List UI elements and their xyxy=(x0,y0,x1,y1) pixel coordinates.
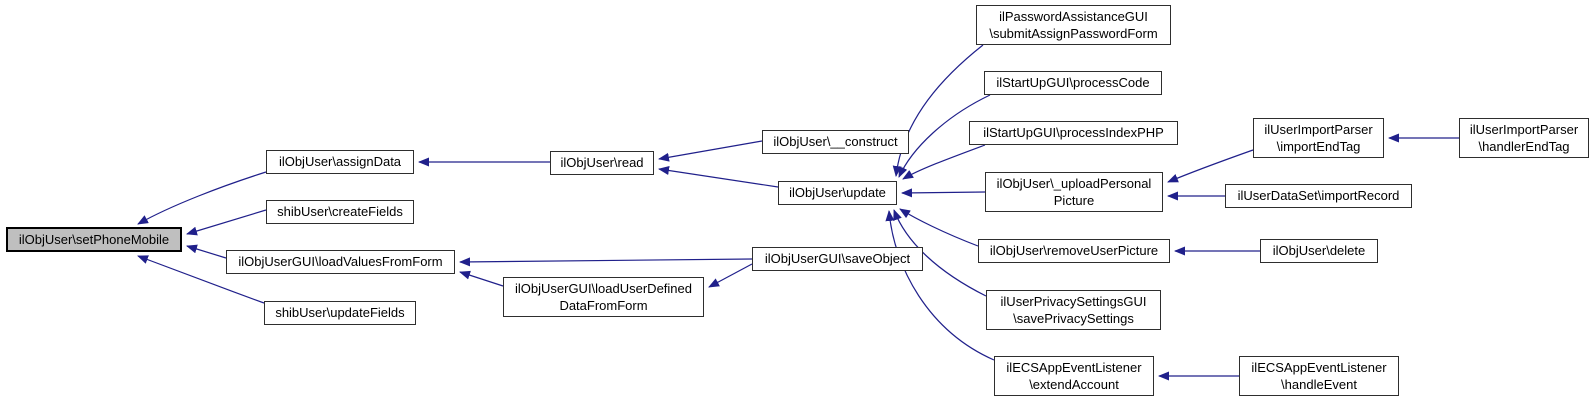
node-label: ilObjUser\update xyxy=(789,185,886,201)
node-label: ilObjUserGUI\saveObject xyxy=(764,251,911,267)
node-import-record[interactable]: ilUserDataSet\importRecord xyxy=(1225,184,1412,208)
edge-import-end-tag-to-upload-personal-picture xyxy=(1167,149,1254,183)
node-label: ilObjUser\__construct xyxy=(773,134,898,150)
node-label: ilObjUserGUI\loadUserDefined xyxy=(514,280,692,296)
node-label: \handleEvent xyxy=(1281,377,1357,392)
node-construct[interactable]: ilObjUser\__construct xyxy=(762,130,909,154)
edge-load-user-defined-data-from-form-to-load-values-from-form xyxy=(459,270,504,287)
edge-process-index-php-to-update xyxy=(902,144,986,180)
node-label: \submitAssignPasswordForm xyxy=(989,26,1158,41)
node-assign-data[interactable]: ilObjUser\assignData xyxy=(266,150,414,174)
node-label: \extendAccount xyxy=(1029,377,1119,392)
node-label: ilObjUserGUI\loadValuesFromForm xyxy=(238,254,443,270)
edge-extend-account-to-update xyxy=(885,210,995,361)
node-label: ilUserImportParser xyxy=(1264,121,1373,137)
node-submit-assign-password-form[interactable]: ilPasswordAssistanceGUI \submitAssignPass… xyxy=(976,5,1171,45)
node-save-privacy-settings[interactable]: ilUserPrivacySettingsGUI \savePrivacySett… xyxy=(986,290,1161,330)
node-label: ilObjUser\setPhoneMobile xyxy=(18,231,170,247)
node-label: ilObjUser\delete xyxy=(1272,243,1366,259)
node-set-phone-mobile: ilObjUser\setPhoneMobile xyxy=(6,227,182,252)
edge-save-privacy-settings-to-update xyxy=(893,209,987,297)
node-label: \handlerEndTag xyxy=(1478,139,1570,154)
edge-update-to-read xyxy=(658,166,779,188)
node-remove-user-picture[interactable]: ilObjUser\removeUserPicture xyxy=(978,239,1170,263)
node-create-fields[interactable]: shibUser\createFields xyxy=(266,200,414,224)
edge-update-fields-to-set-phone-mobile xyxy=(137,255,265,304)
node-label: ilECSAppEventListener xyxy=(1006,359,1142,375)
node-label: ilUserPrivacySettingsGUI xyxy=(1000,293,1147,309)
node-handler-end-tag[interactable]: ilUserImportParser \handlerEndTag xyxy=(1459,118,1589,158)
edge-construct-to-read xyxy=(658,140,763,162)
node-label: Picture xyxy=(1053,193,1095,208)
node-extend-account[interactable]: ilECSAppEventListener \extendAccount xyxy=(994,356,1154,396)
edge-assign-data-to-set-phone-mobile xyxy=(137,171,267,225)
node-label: ilECSAppEventListener xyxy=(1251,359,1387,375)
node-label: DataFromForm xyxy=(559,298,648,313)
node-label: ilObjUser\_uploadPersonal xyxy=(996,175,1152,191)
node-process-index-php[interactable]: ilStartUpGUI\processIndexPHP xyxy=(969,121,1178,145)
node-label: shibUser\updateFields xyxy=(275,305,405,321)
node-label: ilObjUser\removeUserPicture xyxy=(989,243,1159,259)
edge-upload-personal-picture-to-update xyxy=(901,188,986,198)
node-label: shibUser\createFields xyxy=(277,204,403,220)
edge-save-object-to-load-values-from-form xyxy=(459,257,753,267)
node-process-code[interactable]: ilStartUpGUI\processCode xyxy=(984,71,1162,95)
node-import-end-tag[interactable]: ilUserImportParser \importEndTag xyxy=(1253,118,1384,158)
node-label: \importEndTag xyxy=(1276,139,1361,154)
node-read[interactable]: ilObjUser\read xyxy=(550,151,654,175)
edge-submit-assign-password-form-to-update xyxy=(892,44,984,177)
node-label: ilObjUser\assignData xyxy=(278,154,402,170)
node-label: ilStartUpGUI\processCode xyxy=(996,75,1150,91)
node-handle-event[interactable]: ilECSAppEventListener \handleEvent xyxy=(1239,356,1399,396)
node-update-fields[interactable]: shibUser\updateFields xyxy=(264,301,416,325)
edge-create-fields-to-set-phone-mobile xyxy=(186,209,267,236)
edge-process-code-to-update xyxy=(898,94,991,178)
node-update[interactable]: ilObjUser\update xyxy=(778,181,897,205)
node-label: ilPasswordAssistanceGUI xyxy=(999,8,1148,24)
node-label: ilUserImportParser xyxy=(1469,121,1579,137)
node-label: ilObjUser\read xyxy=(560,155,644,171)
node-label: ilStartUpGUI\processIndexPHP xyxy=(983,125,1164,141)
edge-load-values-from-form-to-set-phone-mobile xyxy=(186,244,227,259)
node-save-object[interactable]: ilObjUserGUI\saveObject xyxy=(752,247,923,271)
node-label: ilUserDataSet\importRecord xyxy=(1237,188,1400,204)
node-label: \savePrivacySettings xyxy=(1013,311,1134,326)
node-delete[interactable]: ilObjUser\delete xyxy=(1260,239,1378,263)
edge-remove-user-picture-to-update xyxy=(899,208,979,247)
edge-save-object-to-load-user-defined-data-from-form xyxy=(708,263,753,288)
node-load-values-from-form[interactable]: ilObjUserGUI\loadValuesFromForm xyxy=(226,250,455,274)
